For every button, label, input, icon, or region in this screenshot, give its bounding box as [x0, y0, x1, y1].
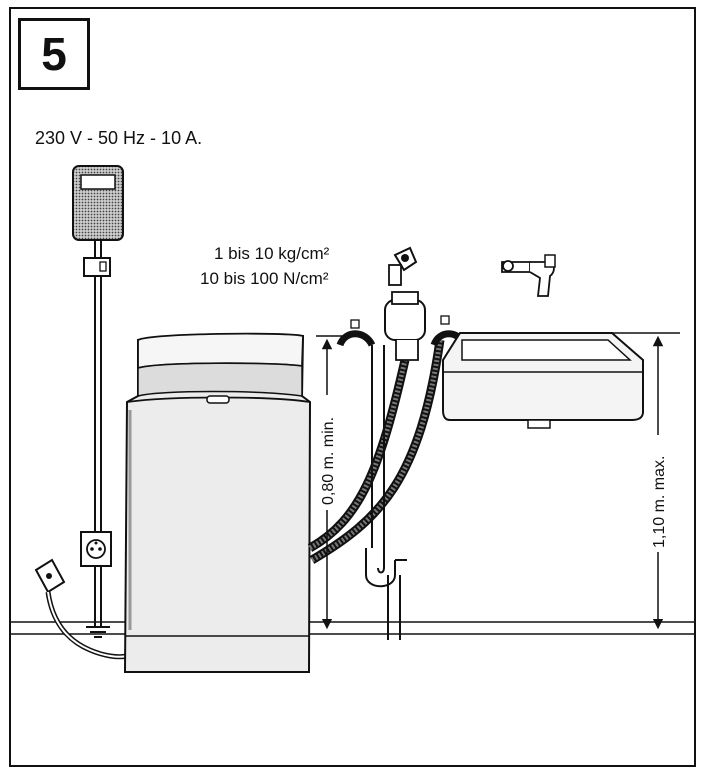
sink — [442, 332, 644, 429]
voltage-label: 230 V - 50 Hz - 10 A. — [35, 128, 203, 148]
min-height-dimension: 0,80 m. min. — [316, 335, 346, 630]
ground-symbol — [86, 626, 110, 638]
floor-line — [11, 621, 694, 635]
sink-tap — [501, 254, 556, 297]
max-height-dimension: 1,10 m. max. — [612, 332, 680, 630]
wall-socket — [80, 531, 112, 567]
max-height-label: 1,10 m. max. — [651, 456, 668, 548]
water-valve-connector — [384, 291, 426, 361]
min-height-label: 0,80 m. min. — [320, 417, 337, 505]
step-number-box: 5 — [18, 18, 90, 90]
electricity-meter — [72, 165, 124, 241]
diagram-frame — [9, 7, 696, 767]
mains-plug — [34, 558, 128, 660]
drain-standpipe — [365, 345, 407, 640]
pressure-n-label: 10 bis 100 N/cm² — [200, 269, 329, 288]
wall-cable — [83, 240, 111, 626]
wall-tap-left — [388, 246, 418, 286]
washing-machine — [123, 332, 312, 673]
pressure-kg-label: 1 bis 10 kg/cm² — [214, 244, 330, 263]
step-number: 5 — [41, 28, 67, 80]
